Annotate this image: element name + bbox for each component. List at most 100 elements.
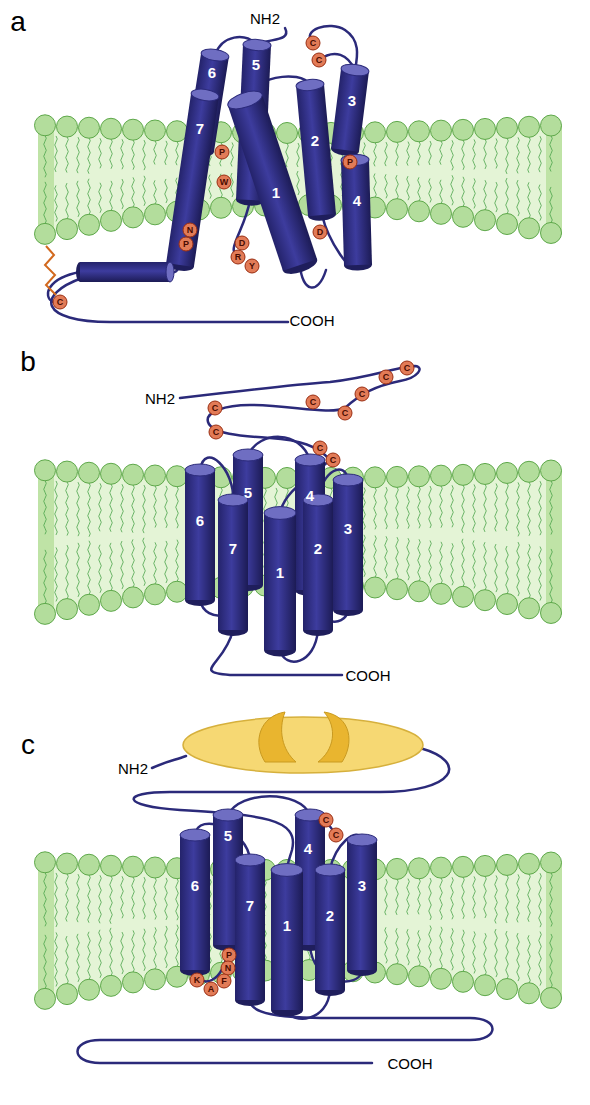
residue-letter: C — [212, 404, 219, 413]
helix-body — [315, 870, 345, 990]
lipid-tail — [77, 874, 80, 922]
residue-letter: N — [225, 964, 232, 973]
lipid-head — [409, 121, 430, 142]
lipid-head — [387, 964, 408, 985]
lipid-tail — [55, 185, 58, 221]
lipid-head — [431, 968, 452, 989]
lipid-head — [145, 857, 166, 878]
residue-letter: R — [235, 253, 242, 262]
lipid-tail — [385, 536, 388, 578]
lipid-head — [475, 210, 496, 231]
lipid-head — [79, 462, 100, 483]
lipid-head — [431, 857, 452, 878]
lipid-head — [497, 854, 518, 875]
lipid-tail — [473, 178, 476, 208]
lipid-head — [475, 975, 496, 996]
helix-cylinder — [218, 494, 248, 636]
lipid-tail — [440, 878, 443, 920]
lipid-tail — [429, 179, 432, 203]
lipid-tail — [473, 876, 476, 918]
residue-letter: C — [383, 373, 390, 382]
lipid-head — [57, 853, 78, 874]
lipid-head — [409, 966, 430, 987]
lipid-head — [123, 464, 144, 485]
residue-circle — [217, 175, 231, 189]
helix-cylinder — [180, 829, 210, 976]
lipid-tail — [473, 931, 476, 973]
flytrap-cleft — [259, 712, 296, 762]
helix-number: 1 — [283, 918, 291, 933]
helix-top — [296, 78, 325, 92]
lipid-tail — [506, 931, 509, 979]
lipid-tail — [165, 141, 168, 165]
lipid-tail — [440, 180, 443, 204]
lipid-tail — [451, 928, 454, 970]
lipid-tail — [539, 185, 542, 221]
lipid-tail — [121, 484, 124, 532]
lipid-tail — [451, 485, 454, 527]
lipid-tail — [88, 541, 91, 595]
lipid-tail — [429, 878, 432, 920]
terminus-label: NH2 — [250, 11, 280, 26]
terminus-label: COOH — [290, 313, 335, 328]
lipid-head — [387, 121, 408, 142]
lipid-tail — [495, 138, 498, 168]
lipid-head — [365, 577, 386, 598]
lipid-head — [431, 203, 452, 224]
lipid-tail — [528, 544, 531, 598]
helix-number: 3 — [344, 521, 352, 536]
lipid-tail — [297, 143, 300, 167]
residue-letter: C — [310, 398, 317, 407]
lipid-tail — [396, 928, 399, 964]
lipid-head — [497, 214, 518, 235]
lipid-head — [211, 197, 232, 218]
helix-top — [315, 864, 345, 876]
lipid-tail — [440, 542, 443, 584]
lipid-tail — [66, 137, 69, 173]
terminus-label: COOH — [388, 1056, 433, 1071]
lipid-tail — [143, 929, 146, 971]
lipid-tail — [121, 139, 124, 169]
lipid-head — [35, 852, 56, 873]
lipid-head — [101, 590, 122, 611]
lipid-head — [541, 987, 562, 1008]
helix-cylinder — [303, 494, 333, 636]
helix-number: 1 — [272, 185, 280, 200]
helix-top — [233, 449, 263, 461]
residue-circle — [53, 295, 67, 309]
helix-number: 6 — [208, 65, 216, 80]
helix-number: 7 — [246, 898, 254, 913]
lipid-tail — [484, 180, 487, 210]
lipid-head — [475, 463, 496, 484]
panel-letter: a — [10, 8, 26, 36]
residue-circle — [326, 453, 340, 467]
residue-circle — [319, 813, 333, 827]
lipid-tail — [385, 927, 388, 963]
helix-top — [180, 829, 210, 841]
lipid-head — [123, 856, 144, 877]
lipid-head — [431, 583, 452, 604]
lipid-head — [101, 855, 122, 876]
lipid-tail — [374, 487, 377, 529]
lipid-head — [541, 602, 562, 623]
residue-circle — [221, 961, 235, 975]
lipid-head — [35, 988, 56, 1009]
transmembrane-helices — [76, 39, 377, 1017]
residue-circles — [53, 36, 414, 996]
residue-circle — [379, 370, 393, 384]
palmitoyl-chain — [45, 246, 56, 295]
lipid-tail — [44, 480, 47, 534]
helix-number: 7 — [196, 121, 204, 136]
panel-letter: b — [20, 348, 36, 376]
lipid-head — [167, 466, 188, 487]
lipid-tail — [550, 136, 553, 172]
helix-top — [347, 834, 377, 846]
helix-top — [235, 854, 265, 866]
lipid-tail — [440, 927, 443, 969]
lipid-tail — [396, 487, 399, 529]
lipid-tail — [451, 175, 454, 205]
lipid-head — [475, 118, 496, 139]
lipid-tail — [99, 930, 102, 978]
lipid-tail — [440, 486, 443, 528]
